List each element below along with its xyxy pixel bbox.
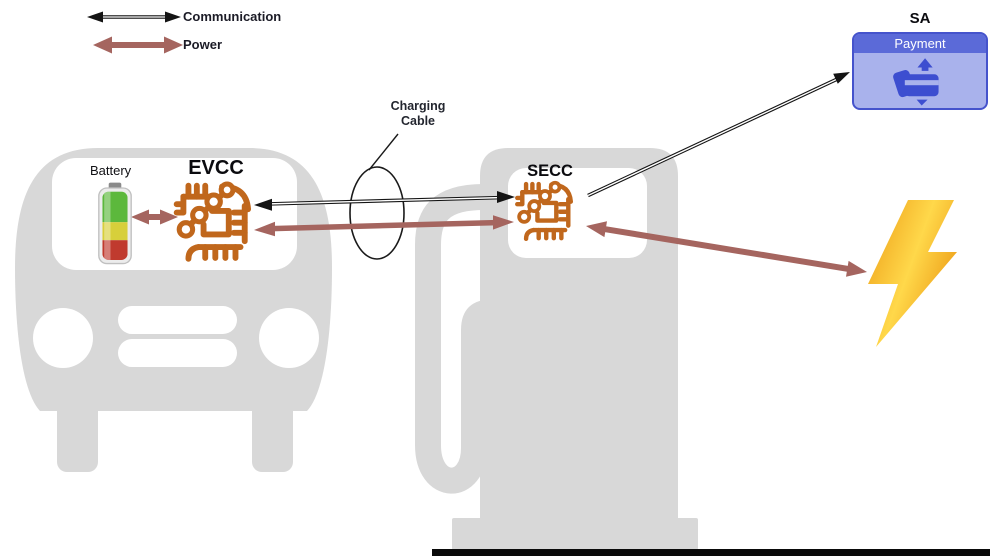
legend-communication-arrow: [87, 11, 181, 23]
battery-label: Battery: [90, 163, 132, 178]
image-bottom-edge: [432, 549, 990, 556]
car-grille-slat: [118, 306, 237, 334]
power-arrow-evcc-secc: [254, 215, 514, 237]
communication-arrow-evcc-secc: [254, 191, 515, 211]
payment-box: Payment: [852, 32, 988, 110]
charging-station-silhouette: [415, 148, 698, 550]
ev-car-silhouette: [15, 148, 332, 472]
secc-label: SECC: [527, 162, 573, 180]
charging-cable-label-line1: Charging: [390, 99, 446, 113]
charging-cable-label: Charging Cable: [376, 99, 460, 129]
evcc-label: EVCC: [188, 157, 244, 179]
power-arrow-secc-grid: [586, 221, 867, 277]
power-arrow-battery-evcc: [131, 209, 178, 225]
communication-arrow-secc-sa: [587, 72, 850, 198]
charging-cable-label-line2: Cable: [400, 113, 436, 128]
payment-box-title: Payment: [854, 34, 986, 53]
cable-pointer-line: [368, 133, 399, 171]
pump-hose: [415, 184, 507, 494]
sa-label: SA: [909, 10, 931, 27]
legend-communication-label: Communication: [183, 9, 282, 24]
credit-card-payment-icon: [893, 58, 939, 106]
battery-level-icon: [99, 183, 131, 264]
car-grille-slat: [118, 339, 237, 367]
legend-power-label: Power: [183, 37, 223, 52]
legend-power-arrow: [93, 36, 183, 54]
cable-connector-ellipse: [349, 166, 405, 260]
payment-icon-wrap: [893, 56, 947, 106]
lightning-bolt-icon: [868, 200, 957, 347]
car-right-headlight: [259, 308, 319, 368]
car-left-headlight: [33, 308, 93, 368]
pump-base: [452, 518, 698, 550]
